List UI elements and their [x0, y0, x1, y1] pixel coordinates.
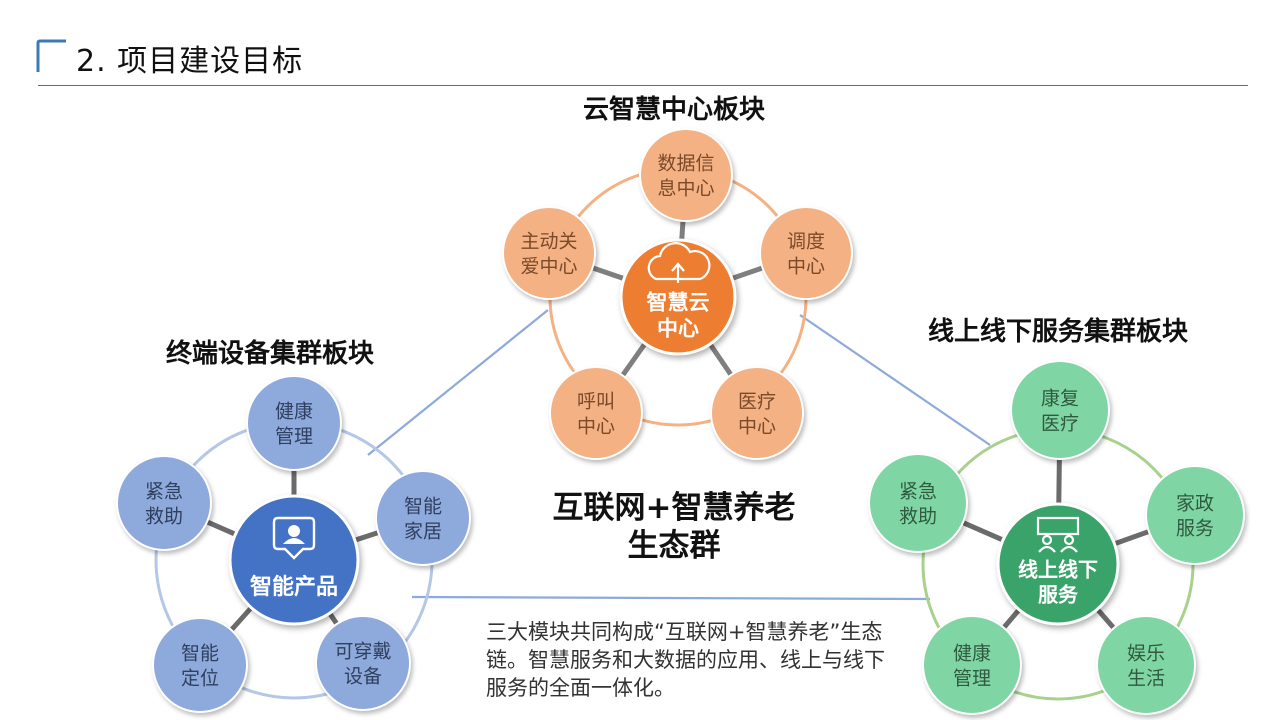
node-label: 家居	[404, 520, 442, 542]
title-corner-icon	[34, 38, 68, 72]
node-label: 健康	[953, 642, 991, 664]
hub-label: 服务	[1038, 583, 1079, 607]
node-label: 设备	[344, 665, 382, 687]
node-circle	[868, 453, 968, 553]
summary-caption: 三大模块共同构成“互联网+智慧养老”生态链。智慧服务和大数据的应用、线上与线下服…	[486, 620, 885, 700]
cluster-connector-line	[799, 314, 991, 446]
node-label: 医疗	[738, 390, 776, 412]
node-circle	[116, 455, 212, 551]
node-label: 管理	[275, 425, 313, 447]
node-label: 中心	[577, 415, 615, 437]
node-label: 紧急	[899, 480, 937, 502]
title-divider	[38, 85, 1248, 86]
node-label: 可穿戴	[334, 640, 391, 662]
user-badge-icon	[272, 516, 316, 560]
node-label: 家政	[1176, 492, 1214, 514]
hub-label: 智慧云	[647, 290, 710, 314]
hub-label: 智能产品	[250, 574, 338, 600]
page-title: 2. 项目建设目标	[76, 44, 304, 79]
node-label: 智能	[181, 642, 219, 664]
clusters: 云智慧中心板块数据信息中心调度中心医疗中心呼叫中心主动关爱中心智慧云中心终端设备…	[116, 95, 1245, 715]
node-circle	[549, 366, 643, 460]
node-label: 数据信	[657, 152, 714, 174]
node-circle	[759, 206, 853, 300]
node-circle	[639, 128, 733, 222]
node-circle	[1145, 465, 1245, 565]
node-circle	[152, 617, 248, 713]
node-circle	[315, 615, 411, 711]
cluster-heading: 云智慧中心板块	[583, 95, 765, 125]
node-label: 调度	[787, 230, 825, 252]
node-label: 紧急	[145, 480, 183, 502]
node-circle	[1010, 360, 1110, 460]
node-circle	[922, 615, 1022, 715]
ecosystem-label-line2: 生态群	[628, 528, 721, 564]
node-label: 娱乐	[1127, 642, 1165, 664]
hub-label: 中心	[657, 317, 699, 341]
node-label: 主动关	[520, 230, 577, 252]
node-label: 管理	[953, 667, 991, 689]
node-label: 健康	[275, 400, 313, 422]
node-label: 救助	[899, 505, 937, 527]
node-circle	[246, 375, 342, 471]
node-label: 中心	[787, 255, 825, 277]
cluster-connectors	[367, 309, 991, 601]
cluster-hub: 智能产品	[228, 494, 360, 626]
node-label: 息中心	[657, 177, 714, 199]
node-label: 智能	[404, 495, 442, 517]
hub-circle	[996, 502, 1120, 626]
node-circle	[502, 206, 596, 300]
node-circle	[1096, 615, 1196, 715]
hub-label: 线上线下	[1018, 558, 1098, 582]
node-label: 定位	[181, 667, 219, 689]
node-label: 生活	[1127, 667, 1165, 689]
node-label: 中心	[738, 415, 776, 437]
cluster-connector-line	[367, 309, 549, 456]
node-label: 医疗	[1041, 412, 1079, 434]
people-board-icon	[1036, 516, 1080, 553]
cloud-upload-icon	[647, 242, 711, 283]
hub-circle	[228, 494, 360, 626]
node-label: 救助	[145, 505, 183, 527]
cluster-heading: 终端设备集群板块	[166, 338, 374, 369]
cluster-heading: 线上线下服务集群板块	[928, 316, 1188, 347]
node-label: 爱中心	[520, 255, 577, 277]
ecosystem-label-line1: 互联网+智慧养老	[553, 490, 796, 526]
node-label: 服务	[1176, 517, 1214, 539]
node-circle	[375, 470, 471, 566]
node-circle	[710, 366, 804, 460]
node-label: 呼叫	[577, 390, 615, 412]
node-label: 康复	[1041, 387, 1079, 409]
cluster-hub: 线上线下服务	[996, 502, 1120, 626]
cluster-connector-line	[411, 595, 931, 601]
